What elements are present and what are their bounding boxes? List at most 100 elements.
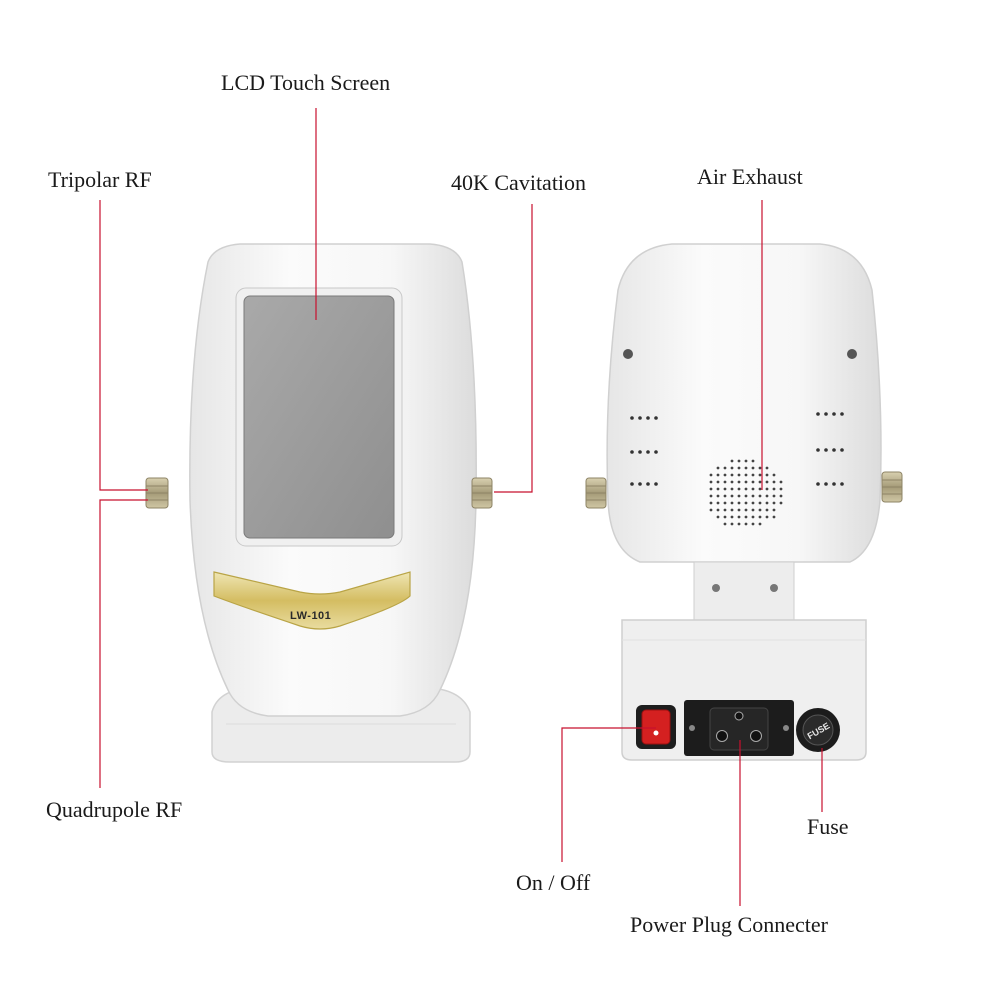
exhaust-hole	[758, 473, 762, 477]
exhaust-hole	[730, 494, 734, 498]
exhaust-hole	[709, 473, 713, 477]
exhaust-hole	[730, 473, 734, 477]
exhaust-hole	[744, 522, 748, 526]
side-vents	[630, 412, 844, 486]
leader-on-off	[561, 727, 656, 862]
exhaust-hole	[751, 466, 755, 470]
exhaust-hole	[779, 501, 783, 505]
power-plug-connector[interactable]	[684, 700, 794, 756]
exhaust-hole	[716, 508, 720, 512]
exhaust-hole	[758, 494, 762, 498]
exhaust-hole	[709, 480, 713, 484]
exhaust-hole	[751, 487, 755, 491]
exhaust-hole	[765, 508, 769, 512]
exhaust-hole	[716, 494, 720, 498]
exhaust-hole	[709, 494, 713, 498]
exhaust-hole	[751, 494, 755, 498]
back-right-connector	[881, 471, 903, 503]
exhaust-hole	[723, 508, 727, 512]
exhaust-hole	[772, 494, 776, 498]
back-left-connector	[585, 477, 607, 509]
exhaust-hole	[751, 522, 755, 526]
exhaust-hole	[765, 487, 769, 491]
exhaust-hole	[758, 501, 762, 505]
exhaust-hole	[751, 480, 755, 484]
exhaust-hole	[744, 487, 748, 491]
exhaust-hole	[751, 459, 755, 463]
exhaust-hole	[723, 515, 727, 519]
leader-quadrupole	[99, 499, 148, 788]
exhaust-hole	[730, 501, 734, 505]
exhaust-hole	[723, 480, 727, 484]
lcd-screen[interactable]	[243, 295, 395, 539]
exhaust-hole	[716, 487, 720, 491]
front-device	[145, 243, 493, 763]
gold-badge	[213, 571, 411, 630]
power-switch[interactable]	[636, 705, 676, 749]
exhaust-hole	[709, 501, 713, 505]
exhaust-hole	[751, 473, 755, 477]
exhaust-hole	[730, 459, 734, 463]
exhaust-hole	[744, 494, 748, 498]
exhaust-hole	[772, 501, 776, 505]
exhaust-hole	[772, 508, 776, 512]
exhaust-hole	[744, 508, 748, 512]
exhaust-hole	[716, 466, 720, 470]
back-device: FUSE	[585, 243, 903, 761]
exhaust-hole	[709, 508, 713, 512]
exhaust-hole	[730, 480, 734, 484]
exhaust-hole	[758, 515, 762, 519]
exhaust-hole	[751, 508, 755, 512]
exhaust-hole	[758, 487, 762, 491]
air-exhaust-grille	[709, 459, 783, 526]
exhaust-hole	[758, 466, 762, 470]
exhaust-hole	[765, 501, 769, 505]
leader-tripolar	[99, 200, 148, 491]
exhaust-hole	[737, 515, 741, 519]
exhaust-hole	[772, 480, 776, 484]
tripolar-rf-connector	[145, 477, 169, 509]
exhaust-hole	[758, 480, 762, 484]
exhaust-hole	[716, 473, 720, 477]
exhaust-hole	[772, 473, 776, 477]
fuse-holder[interactable]: FUSE	[796, 708, 840, 752]
exhaust-hole	[737, 487, 741, 491]
exhaust-hole	[737, 466, 741, 470]
exhaust-hole	[716, 480, 720, 484]
exhaust-hole	[723, 494, 727, 498]
exhaust-hole	[723, 501, 727, 505]
exhaust-hole	[751, 515, 755, 519]
exhaust-hole	[744, 473, 748, 477]
exhaust-hole	[779, 487, 783, 491]
cavitation-connector	[471, 477, 493, 509]
exhaust-hole	[709, 487, 713, 491]
exhaust-hole	[744, 459, 748, 463]
exhaust-hole	[779, 494, 783, 498]
back-stand-neck	[693, 561, 795, 625]
exhaust-hole	[758, 508, 762, 512]
exhaust-hole	[737, 501, 741, 505]
exhaust-hole	[751, 501, 755, 505]
exhaust-hole	[744, 480, 748, 484]
exhaust-hole	[730, 508, 734, 512]
label-quadrupole-rf: Quadrupole RF	[46, 797, 183, 822]
exhaust-hole	[723, 466, 727, 470]
exhaust-hole	[737, 473, 741, 477]
exhaust-hole	[744, 515, 748, 519]
exhaust-hole	[723, 487, 727, 491]
exhaust-hole	[772, 487, 776, 491]
exhaust-hole	[772, 515, 776, 519]
exhaust-hole	[737, 480, 741, 484]
label-air-exhaust: Air Exhaust	[697, 164, 803, 189]
label-tripolar-rf: Tripolar RF	[48, 167, 152, 192]
exhaust-hole	[744, 501, 748, 505]
exhaust-hole	[723, 473, 727, 477]
label-lcd-touch-screen: LCD Touch Screen	[221, 70, 391, 95]
model-label: LW-101	[290, 610, 332, 622]
back-body	[606, 243, 882, 563]
exhaust-hole	[765, 480, 769, 484]
label-40k-cavitation: 40K Cavitation	[451, 170, 587, 195]
exhaust-hole	[765, 473, 769, 477]
exhaust-hole	[716, 515, 720, 519]
